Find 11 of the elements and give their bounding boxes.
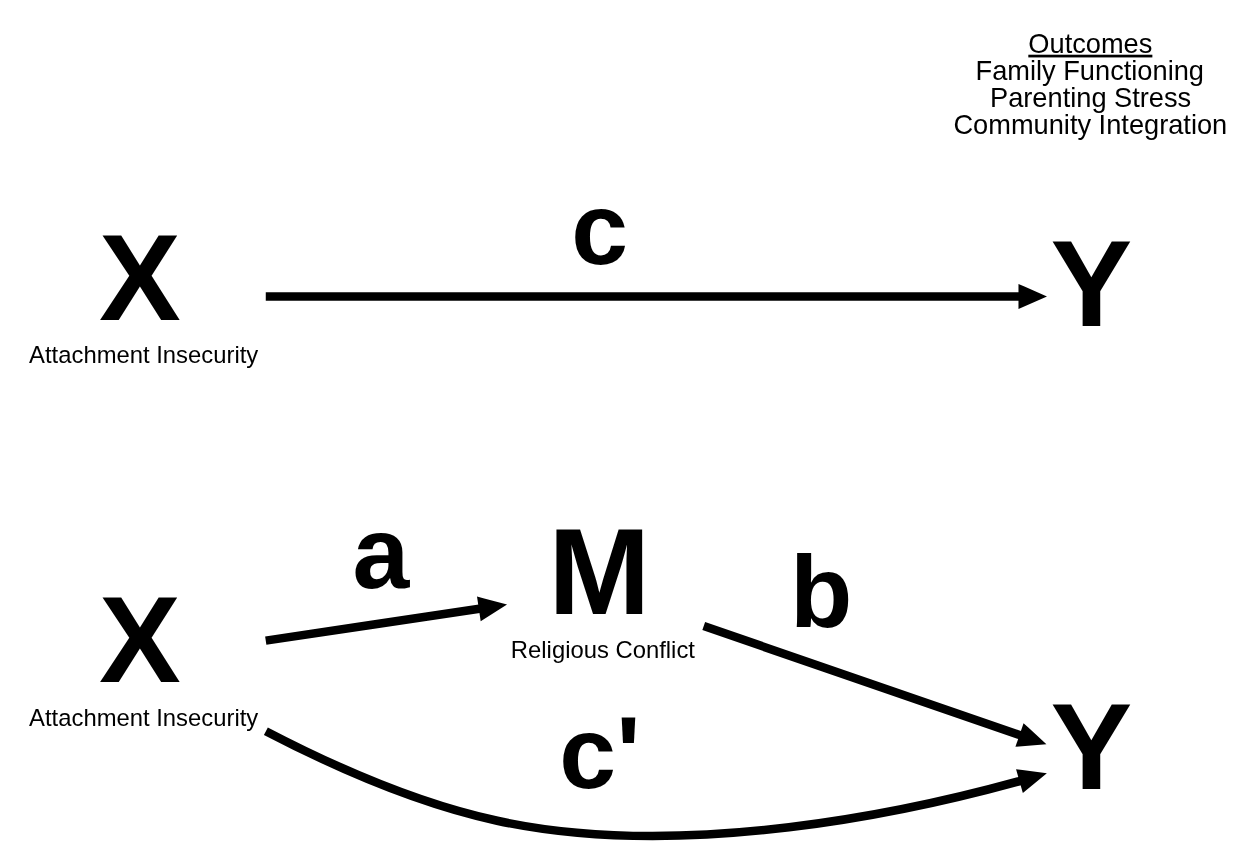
- edge-label: a: [352, 495, 410, 610]
- label: Outcomes: [1028, 27, 1153, 59]
- node-text: Y: [1050, 677, 1133, 815]
- arrow: [702, 621, 1047, 747]
- arrow: [263, 726, 1047, 840]
- arrow: [265, 283, 1047, 309]
- arrow: [265, 596, 508, 645]
- edge-label: c': [559, 695, 641, 810]
- edge-label: b: [790, 534, 853, 649]
- edge-label: c: [571, 171, 629, 286]
- node-text: Y: [1050, 214, 1133, 352]
